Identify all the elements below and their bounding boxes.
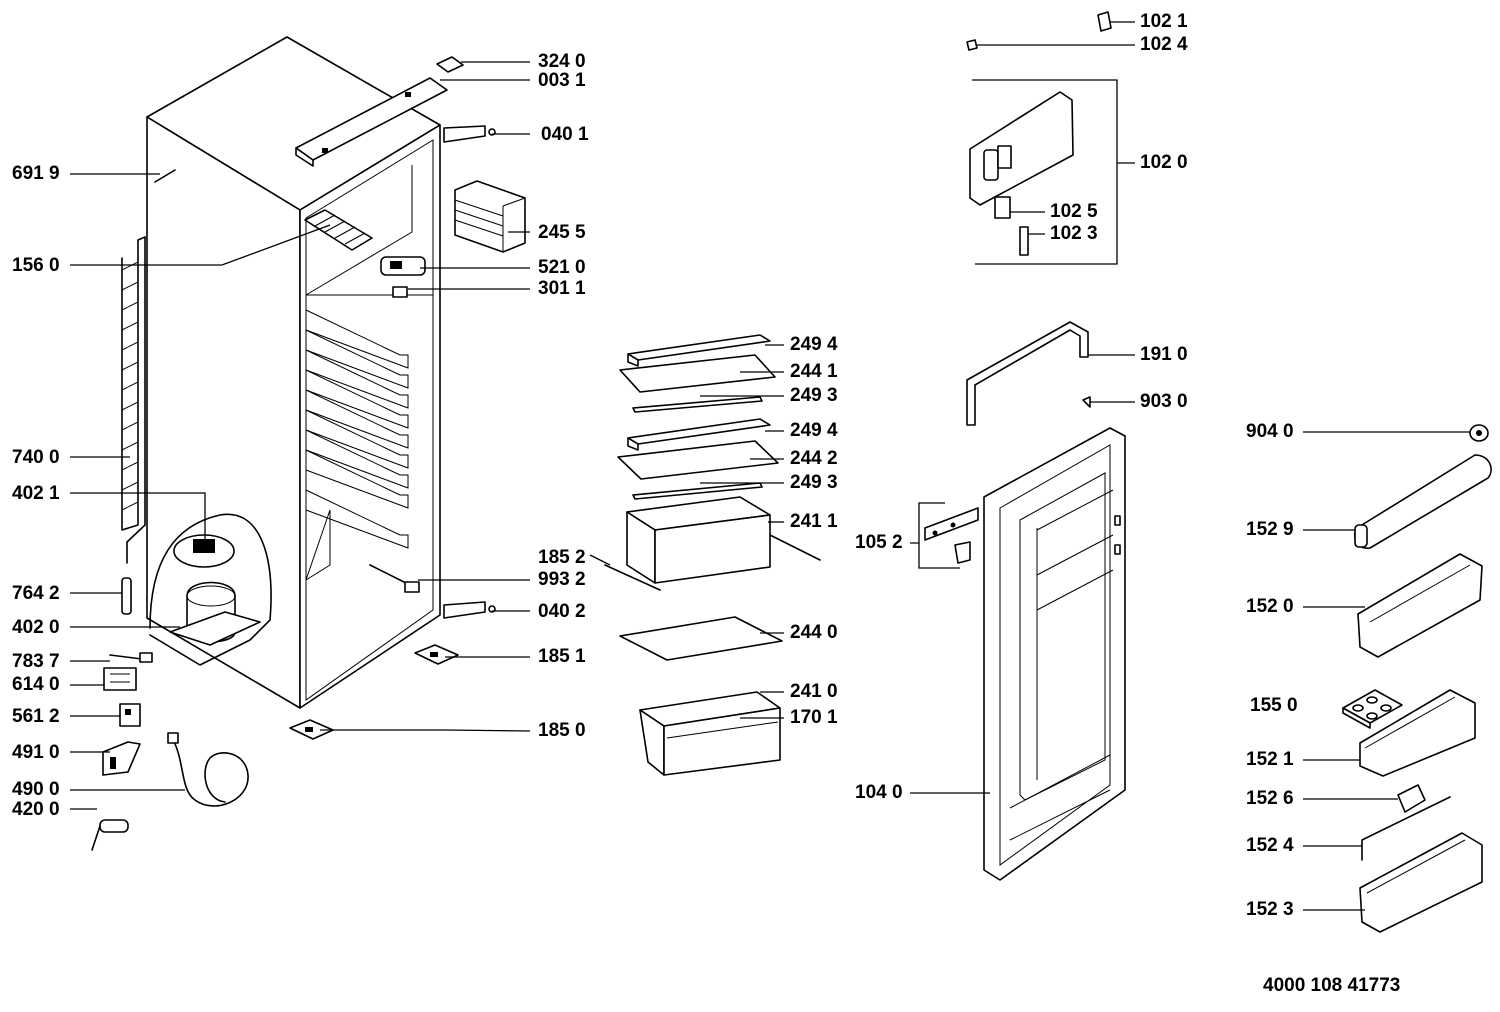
glass-shelf-2 xyxy=(617,440,779,480)
callout-170-1: 170 1 xyxy=(790,707,838,728)
drain-pipe xyxy=(369,564,420,593)
callout-324-0: 324 0 xyxy=(538,51,586,72)
freezer-door xyxy=(969,91,1074,206)
callout-152-4: 152 4 xyxy=(1246,835,1294,856)
document-number: 4000 108 41773 xyxy=(1263,975,1401,996)
callout-152-1: 152 1 xyxy=(1246,749,1294,770)
callout-152-3: 152 3 xyxy=(1246,899,1294,920)
compressor-compartment xyxy=(149,513,272,666)
callout-244-1: 244 1 xyxy=(790,361,838,382)
callout-102-4: 102 4 xyxy=(1140,34,1188,55)
callout-104-0: 104 0 xyxy=(855,782,903,803)
bottom-hinge xyxy=(443,601,496,619)
callout-490-0: 490 0 xyxy=(12,779,60,800)
callout-185-0: 185 0 xyxy=(538,720,586,741)
top-hinge-bar xyxy=(295,77,448,167)
callout-241-0: 241 0 xyxy=(790,681,838,702)
callout-420-0: 420 0 xyxy=(12,799,60,820)
hinge-cover xyxy=(436,56,464,73)
callout-241-1: 241 1 xyxy=(790,511,838,532)
callout-903-0: 903 0 xyxy=(1140,391,1188,412)
glass-shelf-1 xyxy=(619,354,776,393)
callout-691-9: 691 9 xyxy=(12,163,60,184)
top-hinge xyxy=(443,125,496,143)
callout-102-0: 102 0 xyxy=(1140,152,1188,173)
callout-904-0: 904 0 xyxy=(1246,421,1294,442)
callout-003-1: 003 1 xyxy=(538,70,586,91)
fruit-drawer-upper xyxy=(626,496,771,584)
cap xyxy=(1469,424,1489,442)
relay-start-device xyxy=(103,652,153,691)
dairy-compartment xyxy=(1357,553,1483,658)
callout-040-2: 040 2 xyxy=(538,601,586,622)
callout-152-6: 152 6 xyxy=(1246,788,1294,809)
callout-402-0: 402 0 xyxy=(12,617,60,638)
callout-105-2: 105 2 xyxy=(855,532,903,553)
door-bin-large xyxy=(1359,832,1483,933)
callout-993-2: 993 2 xyxy=(538,569,586,590)
door-stop xyxy=(1082,396,1091,408)
freezer-door-hinge-pin xyxy=(966,39,978,51)
callout-402-1: 402 1 xyxy=(12,483,60,504)
power-cord xyxy=(167,732,249,807)
capacitor xyxy=(91,819,129,851)
dairy-compartment-lid xyxy=(1354,454,1492,549)
callout-185-2: 185 2 xyxy=(538,547,586,568)
callout-244-0: 244 0 xyxy=(790,622,838,643)
callout-244-2: 244 2 xyxy=(790,448,838,469)
callout-561-2: 561 2 xyxy=(12,706,60,727)
callout-102-3: 102 3 xyxy=(1050,223,1098,244)
bottle-retainer xyxy=(1397,784,1426,813)
callout-249-3-a: 249 3 xyxy=(790,385,838,406)
filter-drier xyxy=(121,577,132,615)
drawer-rail xyxy=(604,534,821,591)
door-hinge-bracket xyxy=(924,507,979,564)
callout-245-5: 245 5 xyxy=(538,222,586,243)
condenser xyxy=(121,236,146,564)
freezer-basket xyxy=(454,180,526,253)
leader-lines xyxy=(70,21,1470,911)
callout-249-4-a: 249 4 xyxy=(790,334,838,355)
thermostat xyxy=(119,703,141,727)
callout-185-1: 185 1 xyxy=(538,646,586,667)
door-gasket xyxy=(966,321,1089,426)
fridge-door xyxy=(983,427,1126,881)
shelf-trim-bottom-1 xyxy=(632,396,763,413)
callout-783-7: 783 7 xyxy=(12,651,60,672)
freezer-door-handle xyxy=(1097,11,1112,32)
callout-764-2: 764 2 xyxy=(12,583,60,604)
door-bin-small xyxy=(1359,689,1476,777)
callout-249-4-b: 249 4 xyxy=(790,420,838,441)
bottle-rack xyxy=(1361,796,1451,861)
callout-040-1: 040 1 xyxy=(541,124,589,145)
callout-740-0: 740 0 xyxy=(12,447,60,468)
foot-front xyxy=(414,644,459,665)
temperature-sensor xyxy=(154,169,176,183)
callout-152-9: 152 9 xyxy=(1246,519,1294,540)
callout-156-0: 156 0 xyxy=(12,255,60,276)
callout-152-0: 152 0 xyxy=(1246,596,1294,617)
thermostat-housing xyxy=(380,256,426,298)
callout-191-0: 191 0 xyxy=(1140,344,1188,365)
callout-301-1: 301 1 xyxy=(538,278,586,299)
callout-614-0: 614 0 xyxy=(12,674,60,695)
callout-155-0: 155 0 xyxy=(1250,695,1298,716)
shelf-trim-top-1 xyxy=(627,334,771,367)
shelf-trim-top-2 xyxy=(627,418,771,451)
shelf-trim-bottom-2 xyxy=(632,482,763,500)
glass-shelf-cover xyxy=(619,616,783,661)
freezer-door-plate xyxy=(994,196,1011,219)
freezer-door-latch xyxy=(1019,226,1029,256)
callout-491-0: 491 0 xyxy=(12,742,60,763)
callout-102-1: 102 1 xyxy=(1140,11,1188,32)
fruit-drawer-lower xyxy=(639,691,781,776)
ice-tray xyxy=(304,209,373,251)
terminal-box xyxy=(102,741,141,776)
egg-tray xyxy=(1342,689,1403,729)
callout-102-5: 102 5 xyxy=(1050,201,1098,222)
callout-249-3-b: 249 3 xyxy=(790,472,838,493)
callout-521-0: 521 0 xyxy=(538,257,586,278)
